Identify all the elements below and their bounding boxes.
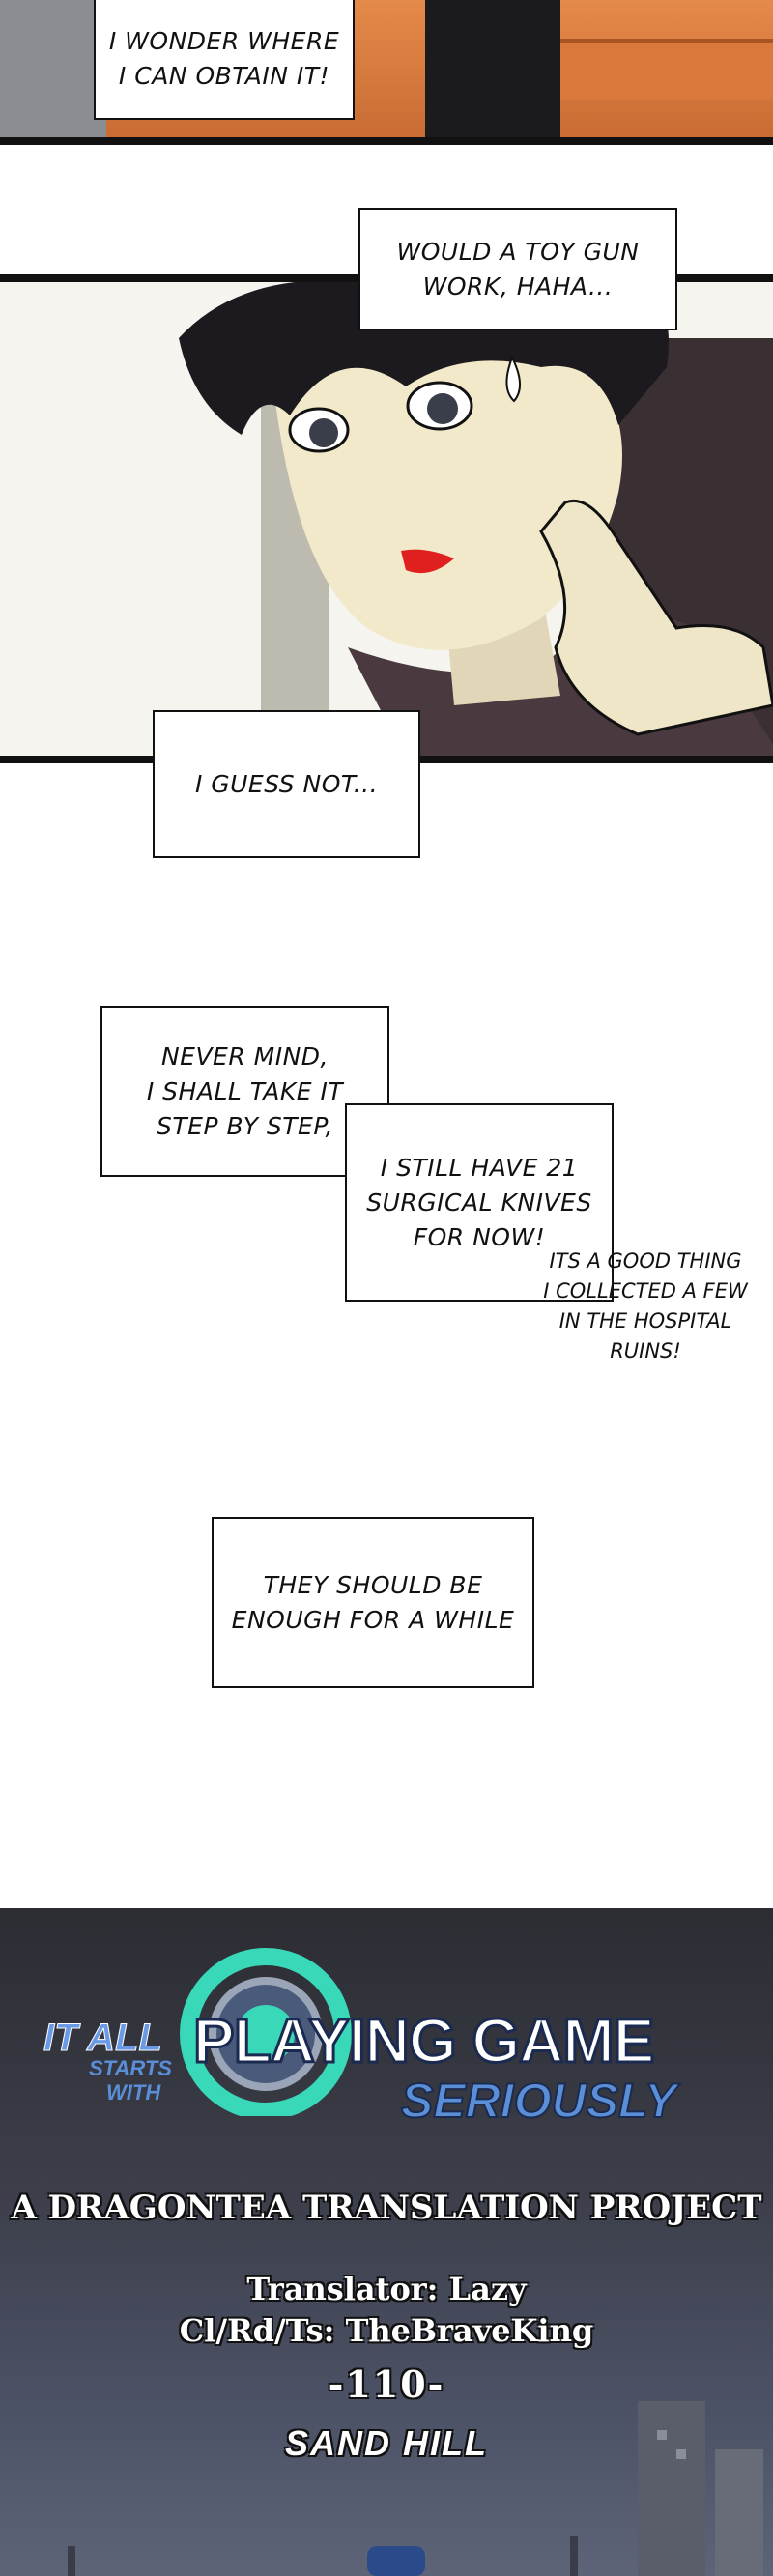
panel-top-shelf (560, 39, 773, 100)
narration-text: ITS A GOOD THING I COLLECTED A FEW IN TH… (543, 1249, 748, 1362)
panel-divider-1 (0, 137, 773, 145)
panel-top-wall (0, 0, 106, 145)
speech-bubble-1-text: I WONDER WHERE I CAN OBTAIN IT! (108, 27, 340, 90)
speech-bubble-1: I WONDER WHERE I CAN OBTAIN IT! (94, 0, 355, 120)
logo-text-with: WITH (106, 2080, 161, 2104)
speech-bubble-3-text: I GUESS NOT... (194, 769, 379, 798)
logo-text-sub: SERIOUSLY (400, 2073, 677, 2129)
chapter-title: SAND HILL (285, 2423, 488, 2463)
translator-credit: Translator: Lazy (246, 2271, 527, 2307)
panel-top-figure (425, 0, 560, 145)
panel-character (0, 280, 773, 758)
banner-skyline (68, 2401, 763, 2576)
logo-text-it-all: IT ALL (43, 2017, 163, 2060)
speech-bubble-4: NEVER MIND, I SHALL TAKE IT STEP BY STEP… (100, 1006, 389, 1177)
character-illustration (179, 280, 773, 758)
staff-credit: Cl/Rd/Ts: TheBraveKing (179, 2312, 594, 2349)
project-credit: A DRAGONTEA TRANSLATION PROJECT (11, 2189, 762, 2227)
logo-text-main: PLAYING GAME (191, 2005, 655, 2077)
speech-bubble-7-text: THEY SHOULD BE ENOUGH FOR A WHILE (231, 1570, 515, 1634)
logo-text-starts: STARTS (89, 2056, 172, 2080)
speech-bubble-5: I STILL HAVE 21 SURGICAL KNIVES FOR NOW! (345, 1103, 614, 1302)
logo-emblem (180, 1948, 352, 2116)
speech-bubble-7: THEY SHOULD BE ENOUGH FOR A WHILE (212, 1517, 534, 1688)
speech-bubble-3: I GUESS NOT... (153, 710, 420, 858)
credits-banner: IT ALL STARTS WITH PLAYING GAME SERIOUSL… (0, 1908, 773, 2576)
speech-bubble-2: WOULD A TOY GUN WORK, HAHA... (358, 208, 677, 330)
speech-bubble-2-text: WOULD A TOY GUN WORK, HAHA... (396, 237, 640, 301)
speech-bubble-4-text: NEVER MIND, I SHALL TAKE IT STEP BY STEP… (146, 1042, 344, 1140)
chapter-number: -110- (328, 2362, 445, 2406)
speech-bubble-5-text: I STILL HAVE 21 SURGICAL KNIVES FOR NOW! (366, 1153, 592, 1251)
